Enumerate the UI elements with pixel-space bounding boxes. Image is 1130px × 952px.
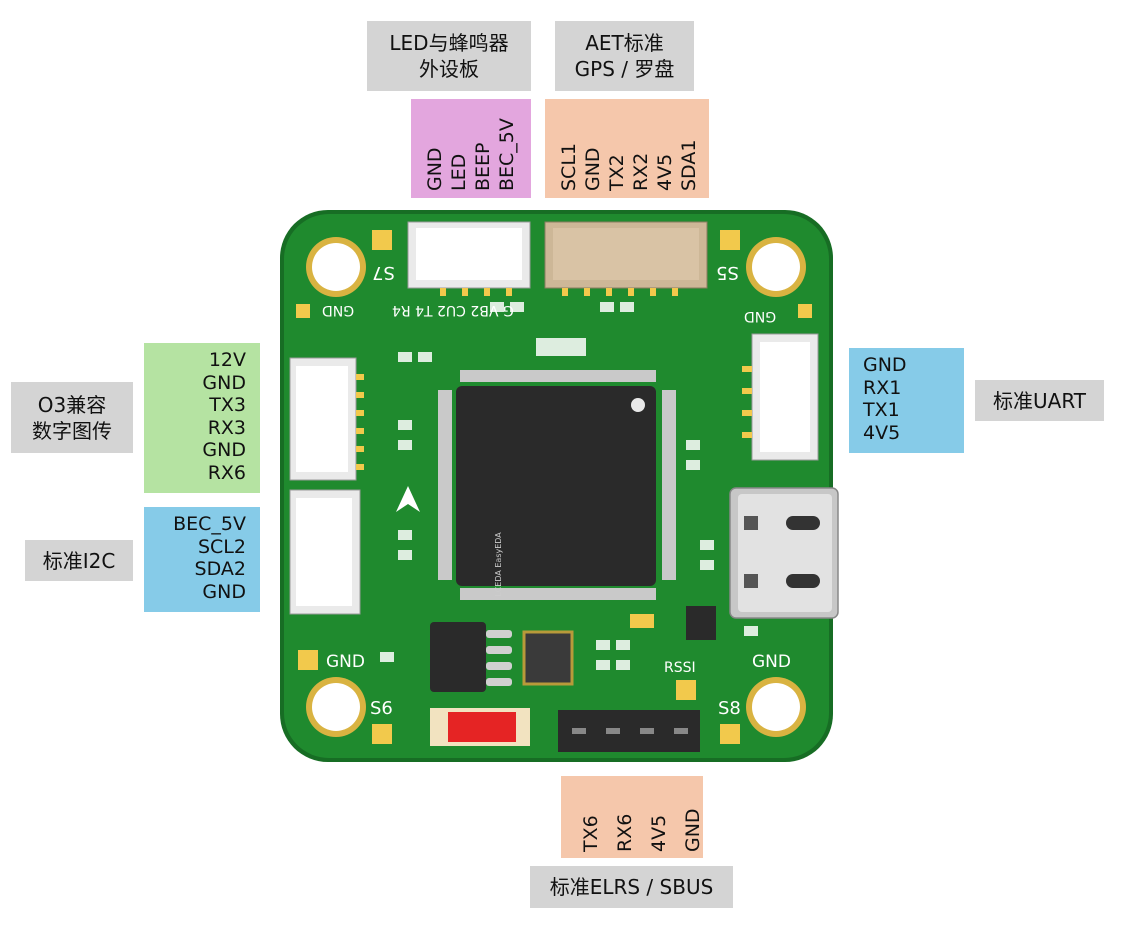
elrs-pin: TX6 bbox=[580, 815, 602, 852]
gps-pin: SCL1 bbox=[558, 142, 580, 191]
uart-pins-box: GND RX1 TX1 4V5 bbox=[849, 348, 964, 453]
elrs-pin-list: TX6 RX6 4V5 GND bbox=[579, 786, 705, 852]
gps-pin: SDA1 bbox=[678, 139, 700, 191]
uart-pin-list: GND RX1 TX1 4V5 bbox=[863, 354, 907, 444]
uart-pin: RX1 bbox=[863, 376, 902, 399]
o3-pin: GND bbox=[202, 439, 246, 461]
i2c-label: 标准I2C bbox=[42, 548, 116, 573]
silk-gnd-bl: GND bbox=[326, 652, 365, 672]
led-pin: BEC_5V bbox=[496, 118, 518, 191]
silk-s6: S6 bbox=[370, 698, 393, 719]
o3-pin-list: 12V GND TX3 RX3 GND RX6 bbox=[202, 349, 246, 484]
silk-gnd-br: GND bbox=[752, 652, 791, 672]
o3-pin: GND bbox=[202, 371, 246, 394]
gps-pin: TX2 bbox=[606, 154, 628, 191]
mounting-holes bbox=[306, 237, 806, 737]
uart-pin: 4V5 bbox=[863, 421, 901, 444]
mcu-chip bbox=[438, 370, 676, 600]
gps-pin-list: SCL1 GND TX2 RX2 4V5 SDA1 bbox=[557, 111, 701, 191]
led-buzzer-line1: LED与蜂鸣器 bbox=[389, 31, 509, 55]
elrs-pin: GND bbox=[682, 808, 704, 852]
silk-gnd-tr: GND bbox=[744, 308, 777, 324]
usb-c-port bbox=[729, 487, 839, 619]
elrs-pins-box: TX6 RX6 4V5 GND bbox=[561, 776, 705, 858]
gps-pin: GND bbox=[582, 147, 604, 191]
o3-line2: 数字图传 bbox=[32, 418, 112, 443]
elrs-header bbox=[558, 710, 700, 752]
led-buzzer-line2: 外设板 bbox=[419, 57, 479, 81]
uart-label: 标准UART bbox=[993, 388, 1086, 413]
o3-pin: 12V bbox=[208, 349, 246, 371]
sensor-chip bbox=[430, 622, 486, 692]
silk-s5: S5 bbox=[716, 262, 739, 283]
s5-gps-connector bbox=[544, 221, 708, 296]
led-pins-box: GND LED BEEP BEC_5V bbox=[411, 99, 531, 198]
silk-gnd-tl: GND bbox=[322, 302, 355, 318]
uart-title: 标准UART bbox=[975, 380, 1104, 421]
o3-pin: TX3 bbox=[209, 394, 246, 416]
elrs-pin: 4V5 bbox=[648, 814, 670, 852]
arrow-logo bbox=[396, 486, 420, 512]
inductor bbox=[522, 630, 574, 686]
uart-pin: TX1 bbox=[863, 399, 900, 421]
elrs-title: 标准ELRS / SBUS bbox=[530, 866, 733, 908]
i2c-pin-list: BEC_5V SCL2 SDA2 GND bbox=[173, 513, 246, 603]
led-pin: LED bbox=[448, 153, 470, 191]
gps-pin: 4V5 bbox=[654, 153, 676, 191]
i2c-pin: BEC_5V bbox=[173, 513, 246, 535]
i2c-pin: GND bbox=[202, 580, 246, 603]
o3-pin: RX3 bbox=[207, 416, 246, 439]
i2c-pins-box: BEC_5V SCL2 SDA2 GND bbox=[144, 507, 260, 612]
silk-rssi: RSSI bbox=[664, 660, 696, 676]
o3-pins-box: 12V GND TX3 RX3 GND RX6 bbox=[144, 343, 260, 493]
solder-pads bbox=[296, 230, 812, 744]
gps-pin: RX2 bbox=[630, 152, 652, 191]
chip-mark: LCEDA EasyEDA bbox=[493, 532, 503, 597]
i2c-connector bbox=[289, 489, 361, 615]
o3-line1: O3兼容 bbox=[37, 392, 107, 417]
aet-gps-title: AET标准 GPS / 罗盘 bbox=[555, 21, 694, 91]
silk-top-row: G VB2 CU2 T4 R4 bbox=[392, 302, 514, 318]
i2c-pin: SCL2 bbox=[197, 535, 246, 558]
i2c-pin: SDA2 bbox=[194, 558, 246, 580]
aet-gps-line2: GPS / 罗盘 bbox=[574, 57, 675, 81]
o3-connector bbox=[289, 357, 364, 481]
i2c-title: 标准I2C bbox=[25, 540, 133, 581]
elrs-label: 标准ELRS / SBUS bbox=[549, 875, 714, 899]
elrs-pin: RX6 bbox=[614, 813, 636, 852]
uart-pin: GND bbox=[863, 354, 907, 376]
aet-gps-line1: AET标准 bbox=[585, 31, 664, 55]
gps-pins-box: SCL1 GND TX2 RX2 4V5 SDA1 bbox=[545, 99, 709, 198]
led-pin: BEEP bbox=[472, 142, 494, 191]
s7-connector bbox=[407, 221, 531, 296]
o3-title: O3兼容 数字图传 bbox=[11, 382, 133, 453]
led-pin-list: GND LED BEEP BEC_5V bbox=[423, 111, 519, 191]
uart-connector bbox=[742, 333, 819, 461]
led-buzzer-title: LED与蜂鸣器 外设板 bbox=[367, 21, 531, 91]
silk-s7: S7 bbox=[372, 262, 395, 283]
o3-pin: RX6 bbox=[207, 461, 246, 484]
silk-s8: S8 bbox=[718, 698, 741, 719]
led-pin: GND bbox=[424, 147, 446, 191]
